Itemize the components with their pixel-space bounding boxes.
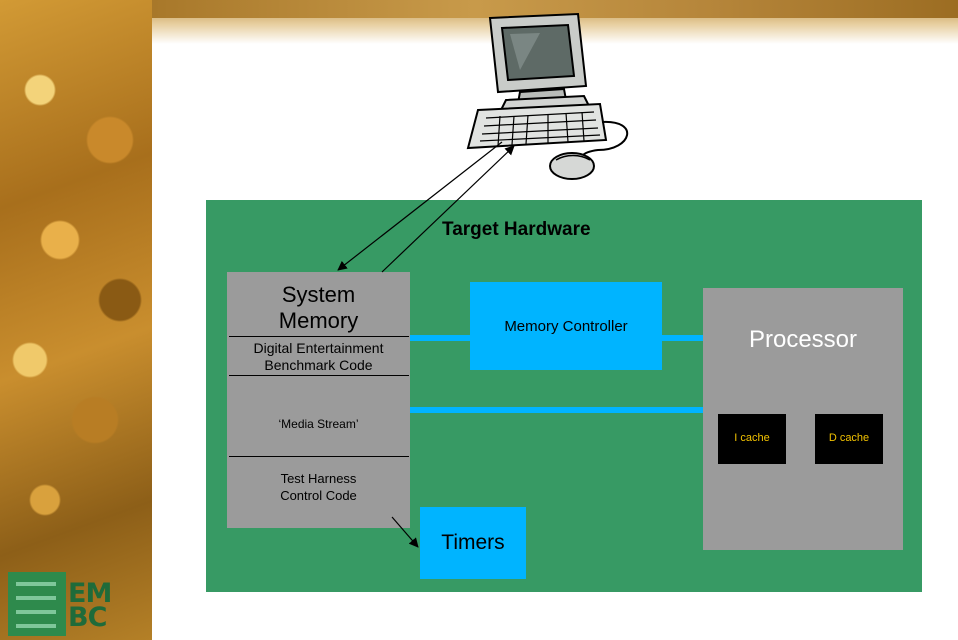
i-cache-block [718, 414, 786, 464]
memory-divider-2 [229, 375, 409, 376]
test-harness-section: Test Harness Control Code [227, 470, 410, 504]
arrow-memory-to-computer [381, 145, 515, 273]
arrow-computer-to-memory [337, 141, 503, 271]
decorative-left-strip [0, 0, 152, 640]
system-memory-title-line2: Memory [278, 308, 359, 333]
media-stream-section: ‘Media Stream’ [278, 417, 359, 431]
i-cache-label: I cache [734, 432, 770, 444]
test-harness-line1: Test Harness [280, 471, 357, 486]
logo-line-1: EM [68, 578, 112, 609]
system-memory-title: System Memory [227, 282, 410, 334]
arrow-harness-to-timers [391, 516, 419, 548]
embc-logo-text: EM BC [68, 578, 112, 633]
memory-controller-label: Memory Controller [504, 318, 628, 335]
system-memory-title-line1: System [281, 282, 356, 307]
benchmark-code-section: Digital Entertainment Benchmark Code [227, 340, 410, 374]
target-hardware-title: Target Hardware [442, 219, 591, 240]
desktop-computer-icon [466, 12, 629, 165]
timers-block [420, 507, 526, 579]
mouse-icon [549, 152, 595, 180]
benchmark-code-line2: Benchmark Code [264, 357, 373, 373]
logo-line-2: BC [68, 602, 107, 633]
system-memory-block [227, 272, 410, 528]
embc-logo [8, 572, 66, 636]
direct-memory-processor-bus [410, 407, 703, 413]
test-harness-line2: Control Code [280, 488, 357, 503]
memory-divider-3 [229, 456, 409, 457]
d-cache-label: D cache [828, 432, 870, 444]
timers-label: Timers [441, 531, 505, 554]
d-cache-block [815, 414, 883, 464]
memory-controller-bus-right [662, 335, 703, 341]
memory-controller-block [470, 282, 662, 370]
processor-label: Processor [748, 326, 858, 353]
memory-divider-1 [229, 336, 409, 337]
memory-controller-bus-left [410, 335, 470, 341]
benchmark-code-line1: Digital Entertainment [253, 340, 384, 356]
